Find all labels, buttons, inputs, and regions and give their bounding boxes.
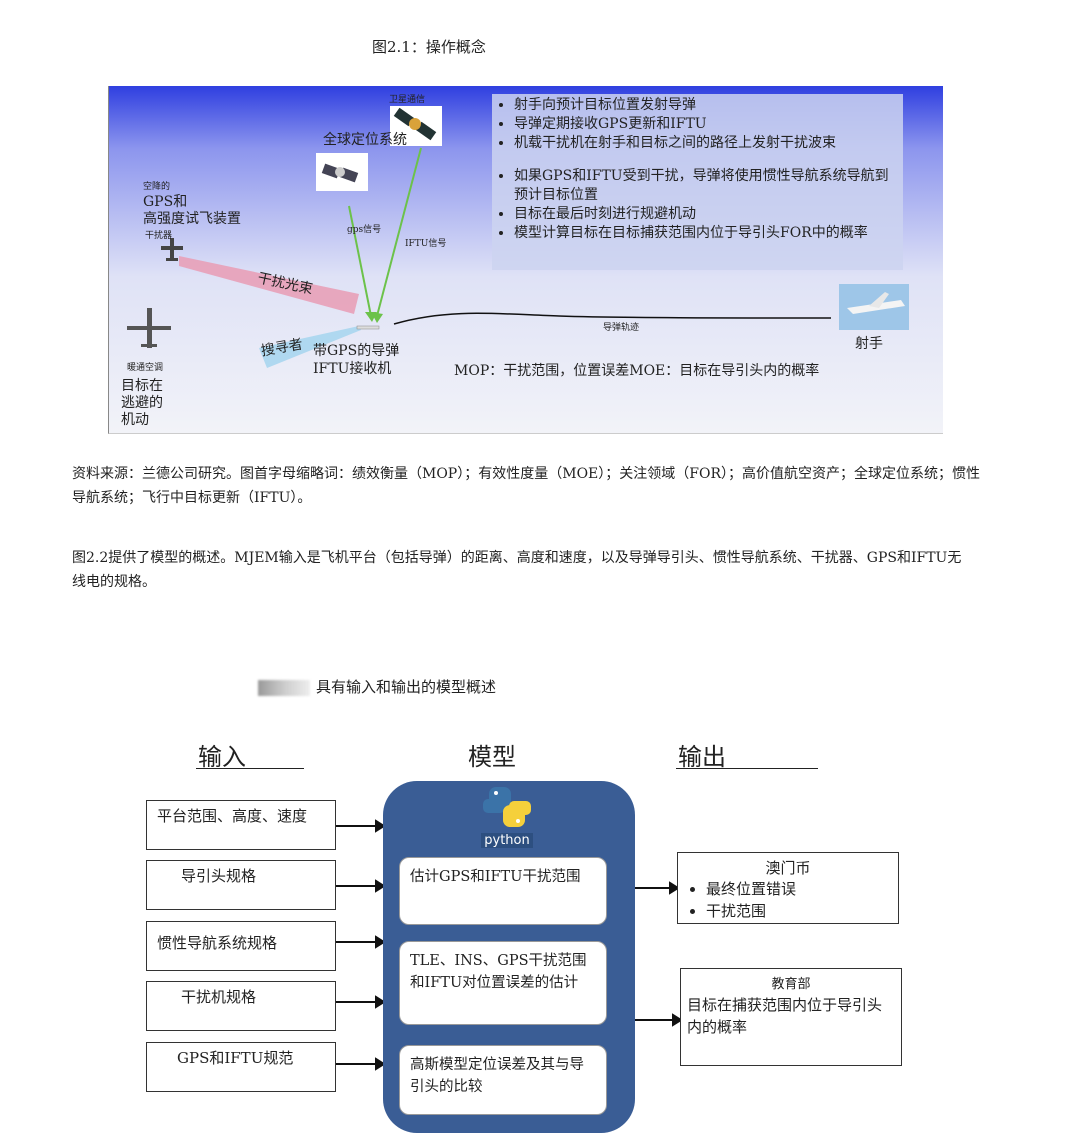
- output-box-mop: 澳门币 最终位置错误 干扰范围: [677, 852, 899, 924]
- output-title: 教育部: [687, 973, 895, 992]
- output-item: 干扰范围: [706, 900, 898, 922]
- model-block: python 估计GPS和IFTU干扰范围 TLE、INS、GPS干扰范围和IF…: [383, 781, 635, 1133]
- output-text: 目标在捕获范围内位于导引头内的概率: [687, 994, 895, 1038]
- output-item: 最终位置错误: [706, 878, 898, 900]
- output-box-moe: 教育部 目标在捕获范围内位于导引头内的概率: [680, 968, 902, 1066]
- python-logo-icon: python: [481, 785, 533, 849]
- model-step-box: TLE、INS、GPS干扰范围和IFTU对位置误差的估计: [399, 941, 607, 1025]
- python-snakes-icon: [481, 785, 533, 829]
- model-step-box: 高斯模型定位误差及其与导引头的比较: [399, 1045, 607, 1115]
- output-title: 澳门币: [678, 857, 898, 878]
- python-label: python: [481, 833, 533, 848]
- model-step-box: 估计GPS和IFTU干扰范围: [399, 857, 607, 925]
